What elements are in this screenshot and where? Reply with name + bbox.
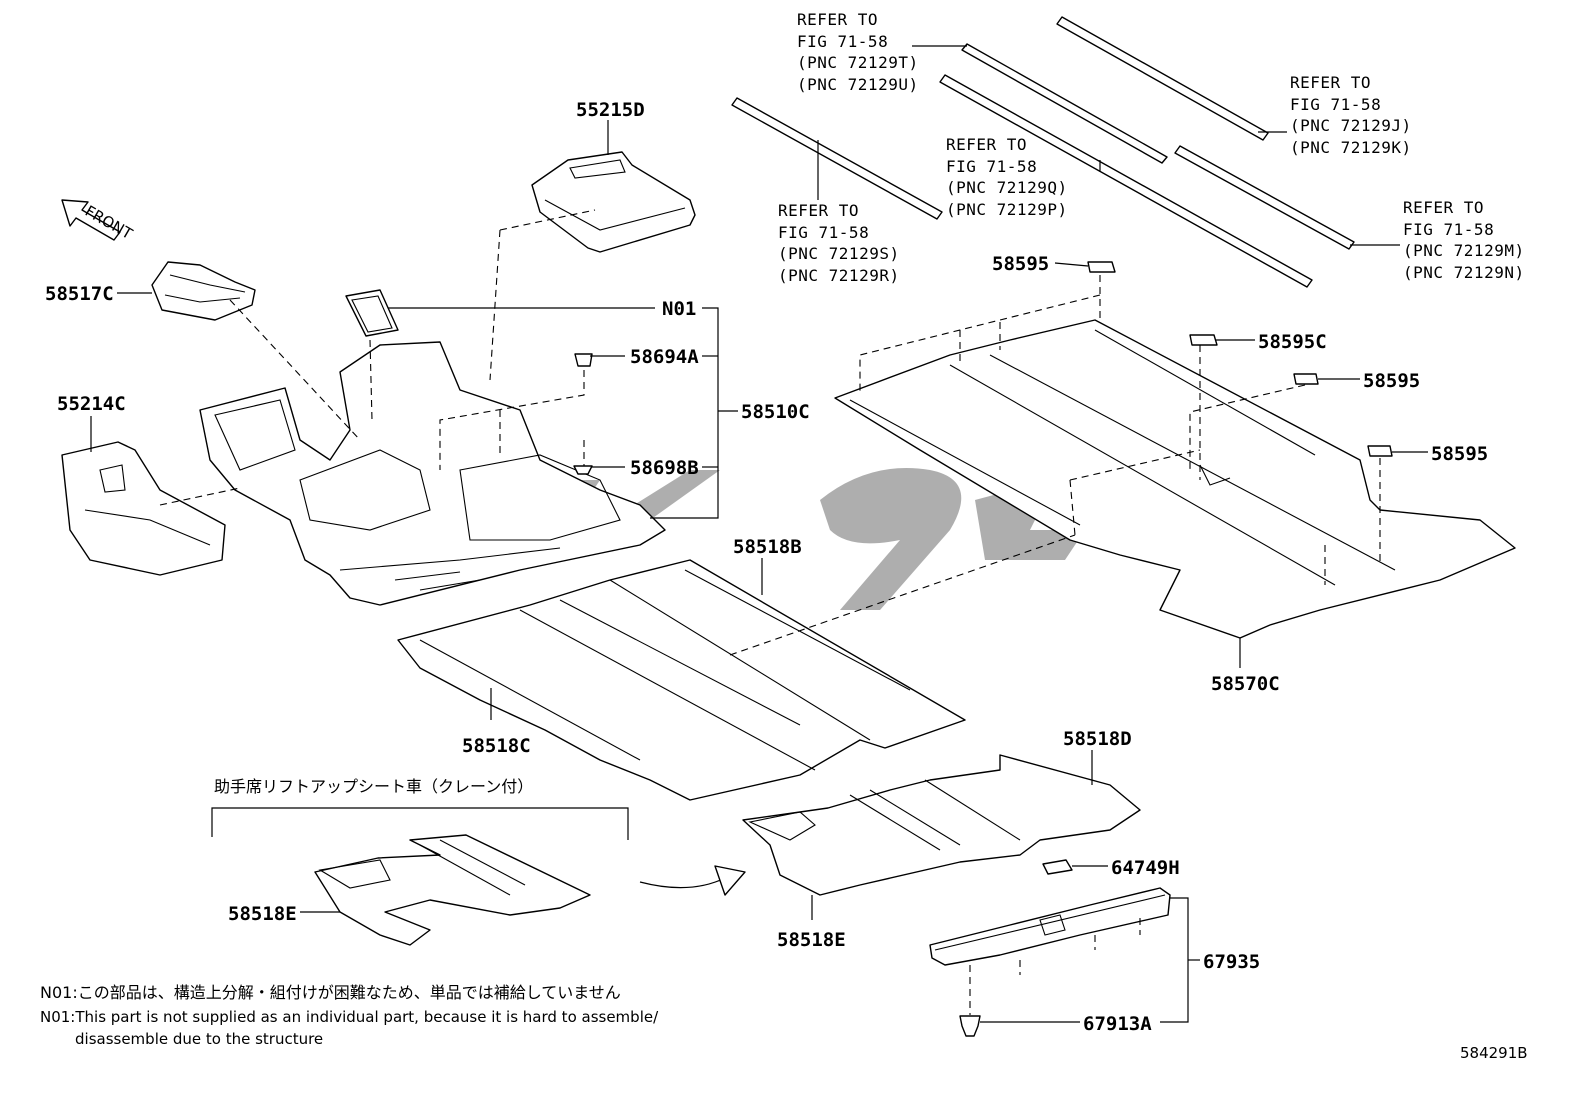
diagram-id: 584291B <box>1460 1044 1528 1062</box>
svg-text:FIG 71-58: FIG 71-58 <box>1403 220 1494 239</box>
svg-text:REFER TO: REFER TO <box>1290 73 1371 92</box>
ref-callout-TU: REFER TO FIG 71-58 (PNC 72129T) (PNC 721… <box>797 10 919 94</box>
ref-callout-QP: REFER TO FIG 71-58 (PNC 72129Q) (PNC 721… <box>946 135 1068 219</box>
part-58518D-58518E-right-mats <box>742 754 1141 896</box>
label-58510C: 58510C <box>741 401 810 423</box>
ref-callout-SR: REFER TO FIG 71-58 (PNC 72129S) (PNC 721… <box>778 201 900 285</box>
part-58518E-left-mat <box>314 834 591 946</box>
label-58595-a: 58595 <box>992 253 1049 275</box>
svg-text:(PNC 72129N): (PNC 72129N) <box>1403 263 1525 282</box>
label-67913A: 67913A <box>1083 1013 1152 1035</box>
clip-64749H <box>1042 859 1073 875</box>
svg-text:FIG 71-58: FIG 71-58 <box>1290 95 1381 114</box>
part-55215D-cover <box>531 151 696 253</box>
ref-callout-JK: REFER TO FIG 71-58 (PNC 72129J) (PNC 721… <box>1290 73 1412 157</box>
part-58570C-rear-floor <box>834 319 1516 639</box>
clip-58694A <box>574 353 593 367</box>
label-67935: 67935 <box>1203 951 1260 973</box>
ref-callout-MN: REFER TO FIG 71-58 (PNC 72129M) (PNC 721… <box>1403 198 1525 282</box>
label-58698B: 58698B <box>630 457 699 479</box>
label-58518E-right: 58518E <box>777 929 846 951</box>
svg-text:(PNC 72129S): (PNC 72129S) <box>778 244 900 263</box>
variant-arrow-icon <box>639 865 746 896</box>
label-58595-c: 58595 <box>1431 443 1488 465</box>
svg-text:FIG 71-58: FIG 71-58 <box>797 32 888 51</box>
part-67935-scuff-plate <box>929 887 1171 966</box>
part-N01-pedal <box>345 289 399 337</box>
part-55214C <box>61 441 226 576</box>
label-N01: N01 <box>662 298 696 320</box>
variant-caption: 助手席リフトアップシート車（クレーン付） <box>214 777 533 796</box>
note-n01-en-line2: disassemble due to the structure <box>75 1030 323 1048</box>
clip-67913A <box>959 1015 981 1037</box>
label-58694A: 58694A <box>630 346 699 368</box>
fastener-58595-a <box>1087 261 1116 273</box>
leader-lines <box>90 45 1428 1023</box>
label-58518B: 58518B <box>733 536 802 558</box>
label-58518E-left: 58518E <box>228 903 297 925</box>
svg-text:FIG 71-58: FIG 71-58 <box>778 223 869 242</box>
svg-text:REFER TO: REFER TO <box>797 10 878 29</box>
label-55215D: 55215D <box>576 99 645 121</box>
label-64749H: 64749H <box>1111 857 1180 879</box>
fastener-58595C <box>1189 334 1218 346</box>
svg-text:(PNC 72129P): (PNC 72129P) <box>946 200 1068 219</box>
label-58517C: 58517C <box>45 283 114 305</box>
label-58595C: 58595C <box>1258 331 1327 353</box>
label-58595-b: 58595 <box>1363 370 1420 392</box>
svg-text:(PNC 72129M): (PNC 72129M) <box>1403 241 1525 260</box>
svg-text:(PNC 72129K): (PNC 72129K) <box>1290 138 1412 157</box>
variant-bracket <box>211 807 629 840</box>
svg-text:(PNC 72129T): (PNC 72129T) <box>797 53 919 72</box>
note-n01-en-line1: N01:This part is not supplied as an indi… <box>40 1008 659 1026</box>
svg-text:(PNC 72129R): (PNC 72129R) <box>778 266 900 285</box>
fastener-58595-b <box>1293 373 1319 385</box>
label-58518D: 58518D <box>1063 728 1132 750</box>
svg-text:FIG 71-58: FIG 71-58 <box>946 157 1037 176</box>
svg-text:(PNC 72129J): (PNC 72129J) <box>1290 116 1412 135</box>
svg-text:(PNC 72129Q): (PNC 72129Q) <box>946 178 1068 197</box>
part-58517C <box>151 261 256 321</box>
svg-text:REFER TO: REFER TO <box>1403 198 1484 217</box>
svg-text:(PNC 72129U): (PNC 72129U) <box>797 75 919 94</box>
rail-parts <box>731 16 1355 288</box>
svg-text:REFER TO: REFER TO <box>946 135 1027 154</box>
note-n01-jp: N01:この部品は、構造上分解・組付けが困難なため、単品では補給していません <box>40 983 621 1002</box>
label-58518C: 58518C <box>462 735 531 757</box>
label-55214C: 55214C <box>57 393 126 415</box>
assembly-lines <box>159 209 1381 1015</box>
fastener-58595-c <box>1367 445 1393 457</box>
part-58510C-front-carpet <box>199 341 666 606</box>
clip-58698B <box>573 465 593 475</box>
front-arrow-icon <box>61 199 121 241</box>
label-58570C: 58570C <box>1211 673 1280 695</box>
part-58518C-58518B-mats <box>397 559 966 801</box>
svg-text:REFER TO: REFER TO <box>778 201 859 220</box>
